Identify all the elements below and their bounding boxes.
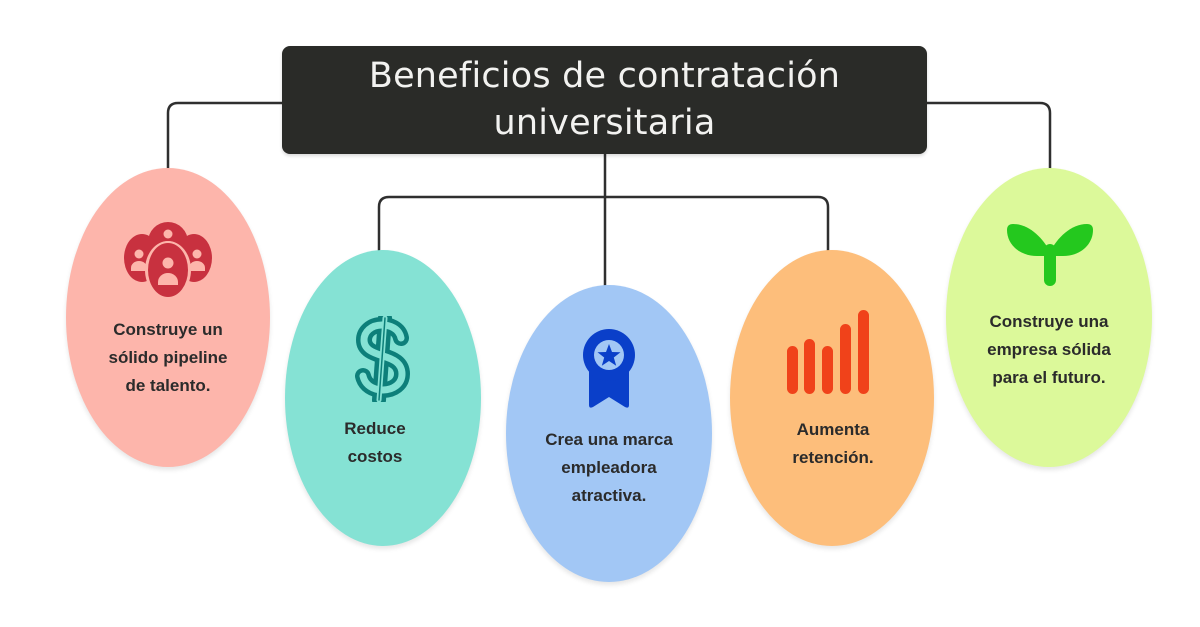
title-line-2: universitaria — [493, 103, 716, 143]
benefit-employer-brand: Crea una marca empleadora atractiva. — [506, 285, 712, 582]
title-line-1: Beneficios de contratación — [368, 56, 841, 96]
sprout-icon — [1007, 224, 1093, 286]
dollar-sign-icon — [355, 316, 410, 402]
bar-chart-icon — [787, 310, 869, 394]
diagram-title: Beneficios de contratación universitaria — [282, 46, 927, 154]
benefit-talent-pipeline: Construye un sólido pipeline de talento. — [66, 168, 270, 467]
benefit-label: Aumenta retención. — [792, 420, 874, 467]
benefit-label: Reduce costos — [344, 419, 406, 466]
benefit-reduce-costs: Reduce costos — [285, 250, 481, 546]
benefit-label: Crea una marca empleadora atractiva. — [545, 430, 673, 505]
award-ribbon-icon — [583, 329, 635, 408]
benefit-retention: Aumenta retención. — [730, 250, 934, 546]
people-group-icon — [124, 222, 212, 299]
benefit-label: Construye una empresa sólida para el fut… — [987, 312, 1111, 387]
benefit-future: Construye una empresa sólida para el fut… — [946, 168, 1152, 467]
benefit-label: Construye un sólido pipeline de talento. — [108, 320, 228, 395]
